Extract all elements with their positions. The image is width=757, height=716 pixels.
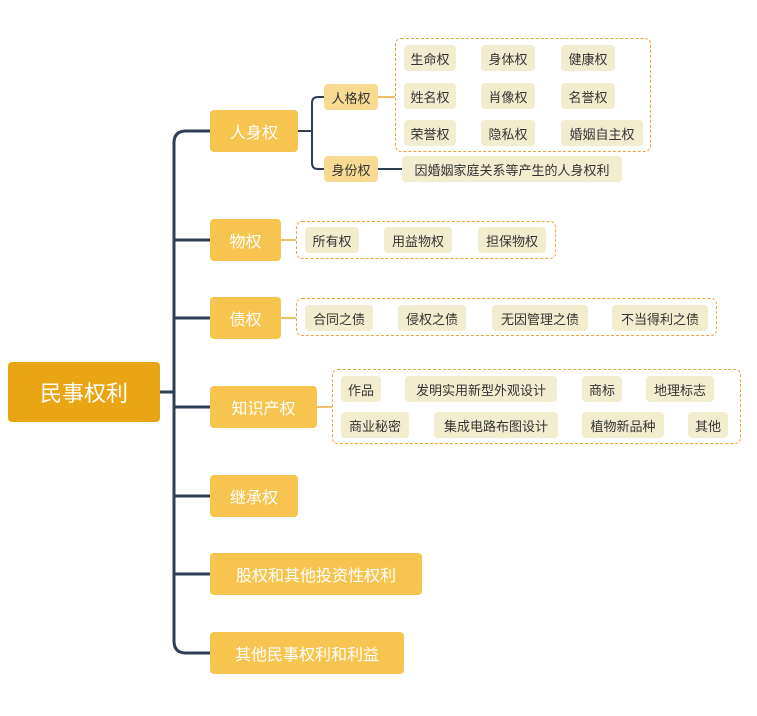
branch-equity-investment-rights[interactable]: 股权和其他投资性权利	[210, 553, 422, 595]
subbranch-personality-rights[interactable]: 人格权	[324, 84, 378, 110]
branch-creditor-rights[interactable]: 债权	[210, 297, 281, 339]
branch-other-civil-rights[interactable]: 其他民事权利和利益	[210, 632, 404, 674]
property-rights-group	[296, 221, 556, 259]
leaf-ic-layout-designs[interactable]: 集成电路布图设计	[434, 412, 558, 438]
branch-intellectual-property[interactable]: 知识产权	[210, 386, 317, 428]
subbranch-identity-rights[interactable]: 身份权	[324, 156, 378, 182]
leaf-right-to-portrait[interactable]: 肖像权	[481, 83, 535, 109]
personality-rights-group	[395, 38, 651, 152]
leaf-right-to-honor[interactable]: 荣誉权	[404, 120, 456, 146]
leaf-marriage-autonomy[interactable]: 婚姻自主权	[561, 120, 643, 146]
root-node[interactable]: 民事权利	[8, 362, 160, 422]
leaf-security-interest[interactable]: 担保物权	[478, 227, 546, 253]
leaf-right-to-health[interactable]: 健康权	[561, 45, 615, 71]
leaf-usufruct[interactable]: 用益物权	[384, 227, 452, 253]
leaf-right-to-life[interactable]: 生命权	[404, 45, 456, 71]
branch-property-rights[interactable]: 物权	[210, 219, 281, 261]
leaf-plant-varieties[interactable]: 植物新品种	[582, 412, 664, 438]
leaf-right-to-name[interactable]: 姓名权	[404, 83, 456, 109]
leaf-ip-other[interactable]: 其他	[688, 412, 728, 438]
leaf-trademarks[interactable]: 商标	[582, 376, 622, 402]
branch-personal-rights[interactable]: 人身权	[210, 110, 298, 152]
leaf-trade-secrets[interactable]: 商业秘密	[341, 412, 409, 438]
identity-rights-description[interactable]: 因婚姻家庭关系等产生的人身权利	[402, 156, 622, 182]
ip-rights-group	[332, 369, 741, 444]
leaf-geographical-indications[interactable]: 地理标志	[646, 376, 714, 402]
leaf-right-to-reputation[interactable]: 名誉权	[561, 83, 615, 109]
creditor-rights-group	[296, 298, 717, 336]
leaf-tort-debt[interactable]: 侵权之债	[398, 305, 466, 331]
leaf-right-to-privacy[interactable]: 隐私权	[481, 120, 535, 146]
leaf-works[interactable]: 作品	[341, 376, 381, 402]
leaf-contract-debt[interactable]: 合同之债	[305, 305, 373, 331]
branch-inheritance-rights[interactable]: 继承权	[210, 475, 298, 517]
leaf-ownership[interactable]: 所有权	[305, 227, 359, 253]
leaf-right-to-body[interactable]: 身体权	[481, 45, 535, 71]
leaf-unjust-enrichment-debt[interactable]: 不当得利之债	[612, 305, 708, 331]
leaf-patents-designs[interactable]: 发明实用新型外观设计	[405, 376, 557, 402]
leaf-negotiorum-gestio-debt[interactable]: 无因管理之债	[492, 305, 588, 331]
